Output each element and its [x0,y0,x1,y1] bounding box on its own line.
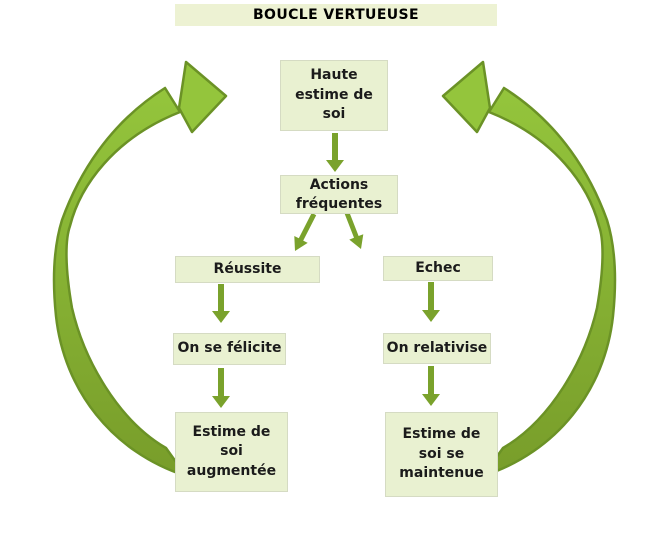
node-echec: Echec [383,256,493,281]
arrow-relativise-to-maintenue [422,366,440,406]
node-estime-de-soi-augmentee: Estime de soi augmentée [175,412,288,492]
node-on-se-felicite: On se félicite [173,333,286,365]
node-reussite: Réussite [175,256,320,283]
curved-arrow-right [441,60,617,478]
arrow-actions-to-reussite [294,212,317,251]
node-haute-estime-de-soi: Haute estime de soi [280,60,388,131]
node-actions-frequentes: Actions fréquentes [280,175,398,214]
curved-arrow-left [52,60,228,478]
arrow-felicite-to-augmentee [212,368,230,408]
arrow-haute-to-actions [326,133,344,172]
arrow-reussite-to-felicite [212,284,230,323]
arrow-echec-to-relativise [422,282,440,322]
node-estime-de-soi-se-maintenue: Estime de soi se maintenue [385,412,498,497]
arrow-actions-to-echec [344,212,364,249]
node-on-relativise: On relativise [383,333,491,364]
diagram-title: BOUCLE VERTUEUSE [175,4,497,26]
